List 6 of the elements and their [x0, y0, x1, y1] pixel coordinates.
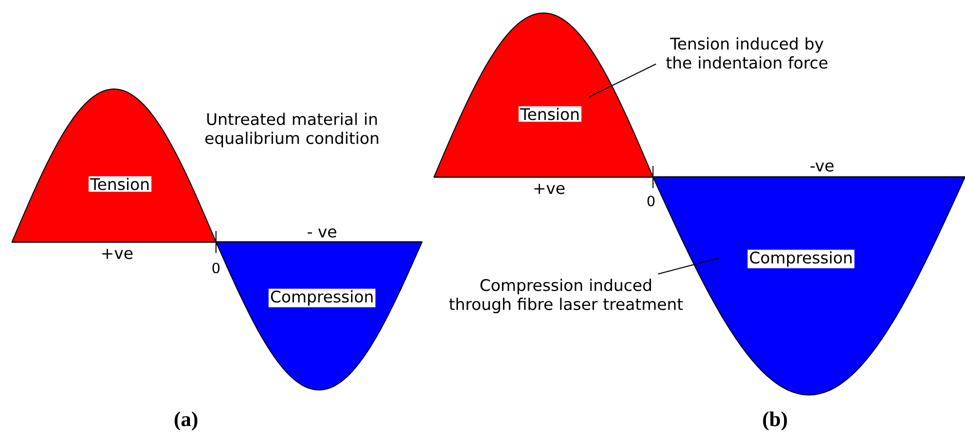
- leader-line: [658, 258, 720, 274]
- leader-line: [588, 64, 656, 98]
- zero-label: 0: [647, 196, 655, 206]
- annotation-text: Tension induced by the indentaion force: [666, 37, 828, 69]
- panel-caption: (a): [174, 411, 198, 431]
- zero-label: 0: [212, 262, 220, 274]
